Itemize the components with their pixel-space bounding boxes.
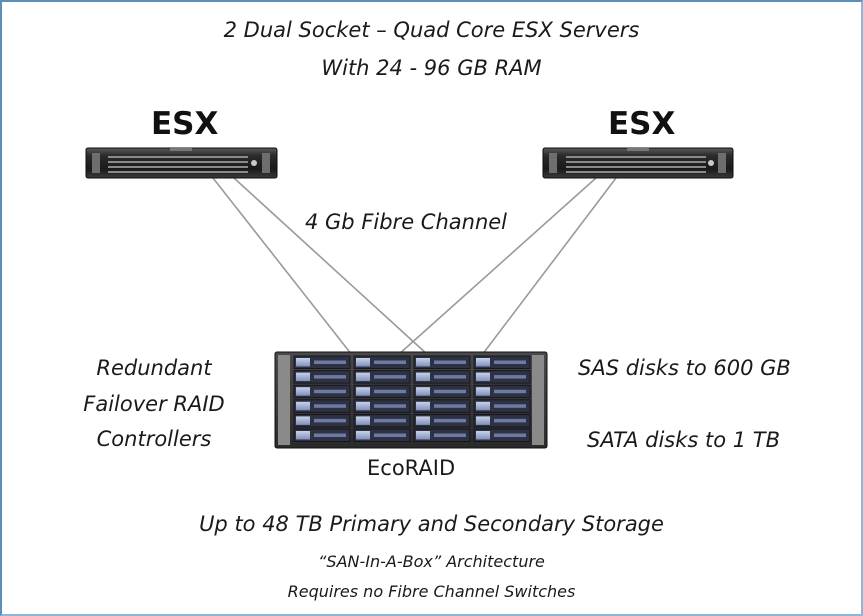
link-left-b: [233, 177, 429, 356]
drive-latch: [356, 431, 370, 440]
drive-latch: [476, 387, 490, 396]
drive-handle: [374, 389, 406, 394]
link-right-b: [481, 177, 617, 356]
drive-handle: [374, 433, 406, 437]
title-line-2: With 24 - 96 GB RAM: [321, 56, 542, 80]
drive-handle: [494, 404, 526, 408]
drive-latch: [296, 387, 310, 396]
drive-handle: [374, 375, 406, 379]
controllers-line-3: Controllers: [96, 427, 212, 451]
esx-label-right: ESX: [608, 106, 676, 142]
drive-handle: [434, 389, 466, 394]
drive-handle: [314, 360, 346, 364]
drive-handle: [374, 418, 406, 423]
link-right-a: [397, 177, 597, 356]
drive-handle: [494, 389, 526, 394]
drive-handle: [434, 375, 466, 379]
drive-handle: [434, 360, 466, 364]
drive-latch: [296, 372, 310, 382]
storage-capacity-label: Up to 48 TB Primary and Secondary Storag…: [199, 512, 664, 536]
drive-handle: [434, 404, 466, 408]
drive-handle: [374, 404, 406, 408]
drive-latch: [476, 431, 490, 440]
drive-latch: [296, 431, 310, 440]
drive-handle: [314, 375, 346, 379]
drive-handle: [494, 360, 526, 364]
drive-handle: [434, 418, 466, 423]
drive-latch: [476, 358, 490, 367]
fibre-links: [212, 177, 617, 356]
drive-latch: [356, 387, 370, 396]
drive-latch: [296, 358, 310, 367]
drive-handle: [314, 433, 346, 437]
drive-latch: [356, 416, 370, 425]
drive-latch: [296, 401, 310, 411]
drive-handle: [494, 433, 526, 437]
drive-latch: [356, 372, 370, 382]
link-left-a: [212, 177, 353, 356]
controllers-line-1: Redundant: [96, 356, 212, 380]
esx-server-right: [542, 147, 734, 179]
drive-latch: [476, 372, 490, 382]
drive-handle: [314, 389, 346, 394]
drive-handle: [374, 360, 406, 364]
drive-latch: [416, 416, 430, 425]
drive-latch: [416, 431, 430, 440]
drive-bays: [293, 355, 531, 442]
title-line-1: 2 Dual Socket – Quad Core ESX Servers: [223, 18, 640, 42]
drive-latch: [416, 401, 430, 411]
drive-handle: [434, 433, 466, 437]
controllers-line-2: Failover RAID: [83, 392, 225, 416]
fibre-channel-label: 4 Gb Fibre Channel: [305, 210, 508, 234]
drive-latch: [296, 416, 310, 425]
drive-handle: [314, 404, 346, 408]
sas-disks-label: SAS disks to 600 GB: [578, 356, 791, 380]
ecoraid-array: [274, 351, 548, 449]
drive-latch: [476, 416, 490, 425]
drive-handle: [494, 418, 526, 423]
drive-latch: [356, 358, 370, 367]
drive-handle: [314, 418, 346, 423]
esx-label-left: ESX: [151, 106, 219, 142]
drive-handle: [494, 375, 526, 379]
drive-latch: [476, 401, 490, 411]
drive-latch: [416, 358, 430, 367]
ecoraid-label: EcoRAID: [367, 456, 456, 480]
drive-latch: [416, 387, 430, 396]
architecture-line-1: “SAN-In-A-Box” Architecture: [318, 552, 545, 571]
esx-server-left: [85, 147, 278, 179]
drive-latch: [356, 401, 370, 411]
sata-disks-label: SATA disks to 1 TB: [587, 428, 781, 452]
architecture-line-2: Requires no Fibre Channel Switches: [287, 582, 576, 601]
drive-latch: [416, 372, 430, 382]
